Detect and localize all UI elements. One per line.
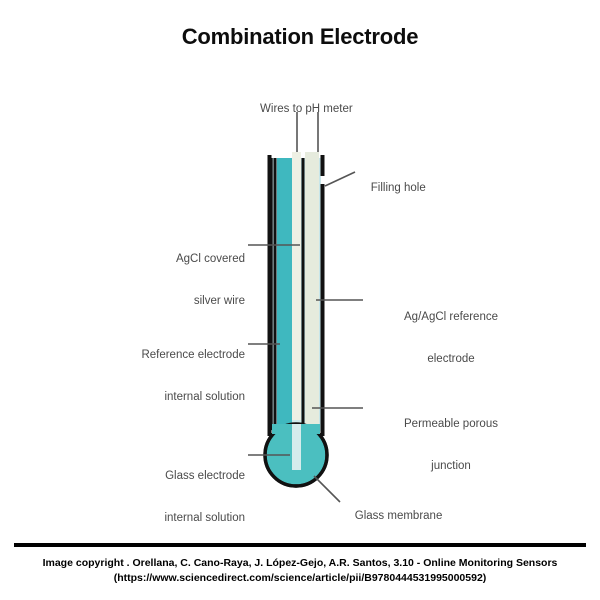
label-ag-agcl-line2: electrode: [427, 353, 475, 365]
label-ag-agcl-reference-electrode: Ag/AgCl reference electrode: [366, 282, 536, 394]
label-permeable-porous-junction: Permeable porous junction: [366, 389, 536, 501]
bulb-center-stem: [292, 424, 301, 470]
leader-filling-hole: [324, 171, 356, 187]
glass-electrode-inner-stem: [292, 152, 301, 468]
label-porous-line1: Permeable porous: [404, 418, 498, 430]
label-filling-hole: Filling hole: [358, 167, 508, 209]
label-agcl-line1: AgCl covered: [175, 253, 245, 265]
label-porous-line2: junction: [431, 460, 471, 472]
label-wires-to-ph-meter: Wires to pH meter: [190, 88, 410, 130]
label-glass-electrode-internal-solution: Glass electrode internal solution: [30, 441, 245, 553]
label-agcl-covered-silver-wire: AgCl covered silver wire: [30, 224, 245, 336]
label-reference-electrode-internal-solution: Reference electrode internal solution: [30, 320, 245, 432]
footer-divider: [14, 543, 586, 547]
label-wires-text: Wires to pH meter: [260, 103, 353, 115]
page-title: Combination Electrode: [181, 24, 419, 49]
label-filling-hole-text: Filling hole: [370, 182, 426, 194]
label-ag-agcl-line1: Ag/AgCl reference: [404, 311, 498, 323]
permeable-porous-junction-column: [305, 152, 319, 436]
label-refsol-line2: internal solution: [164, 391, 245, 403]
inner-glass-tube-walls: [273, 158, 305, 424]
label-glasssol-line2: internal solution: [164, 512, 245, 524]
label-glass-membrane: Glass membrane: [342, 495, 522, 537]
label-glasssol-line1: Glass electrode: [165, 470, 245, 482]
footer-credit-line2: (https://www.sciencedirect.com/science/a…: [113, 572, 487, 584]
label-glass-membrane-text: Glass membrane: [354, 510, 443, 522]
leader-glass-membrane: [313, 475, 341, 503]
electrode-diagram: [248, 112, 363, 503]
footer-credit: Image copyright . Orellana, C. Cano-Raya…: [10, 556, 590, 586]
label-refsol-line1: Reference electrode: [141, 349, 245, 361]
label-agcl-line2: silver wire: [193, 295, 245, 307]
agcl-covered-silver-wire-column: [277, 158, 292, 426]
footer-credit-line1: Image copyright . Orellana, C. Cano-Raya…: [42, 557, 558, 569]
